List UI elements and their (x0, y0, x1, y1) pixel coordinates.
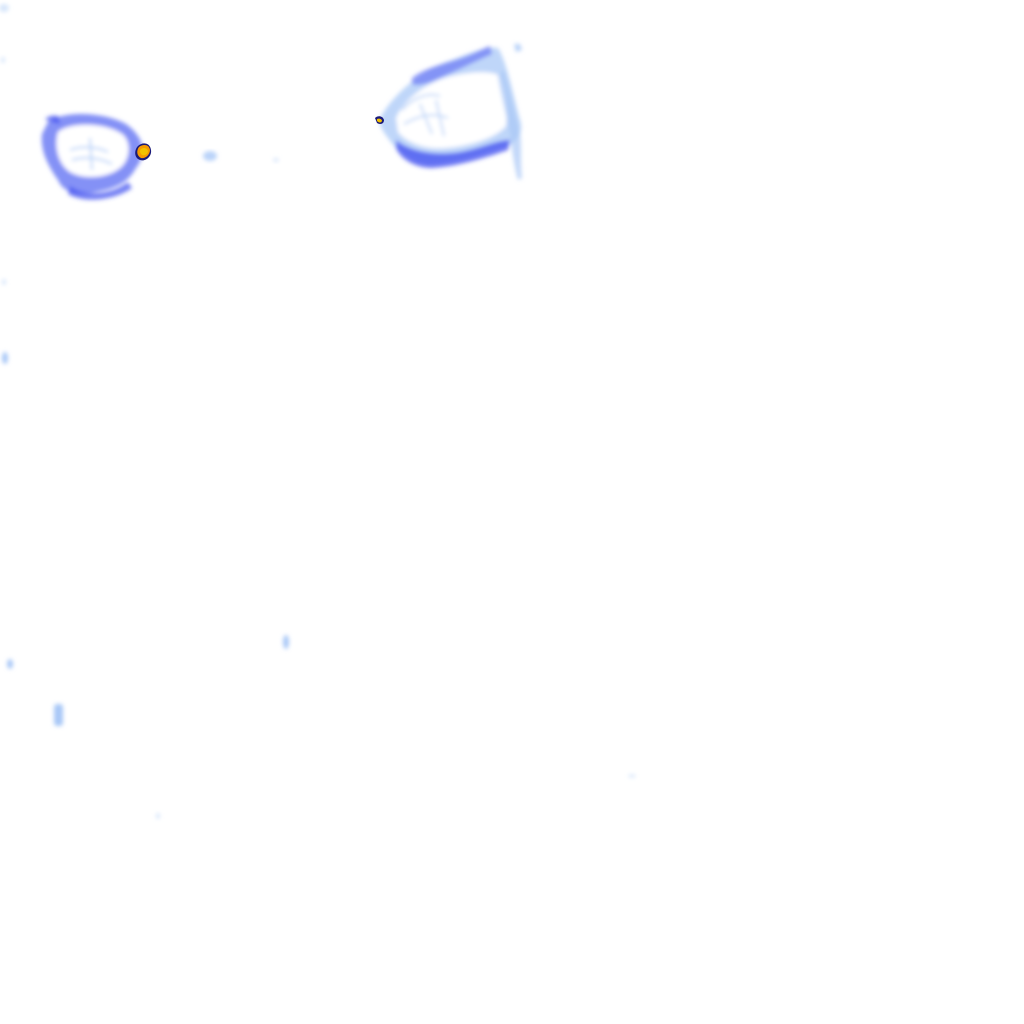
right-blob-bottom-band (396, 140, 510, 168)
left-hotspot (135, 143, 152, 161)
left-blob (41, 114, 143, 200)
left-specks (203, 151, 279, 162)
sparse-specks (0, 4, 636, 819)
left-blob-outer-fringe (45, 115, 132, 200)
right-blob-tail (498, 70, 522, 180)
right-blob-interior (396, 72, 507, 149)
right-blob-top-band (412, 46, 492, 85)
right-hotspot (375, 116, 384, 124)
right-blob-inner-texture (401, 93, 449, 137)
right-blob (379, 44, 522, 180)
left-blob-inner-texture (69, 137, 113, 171)
right-blob-tip (514, 44, 522, 52)
